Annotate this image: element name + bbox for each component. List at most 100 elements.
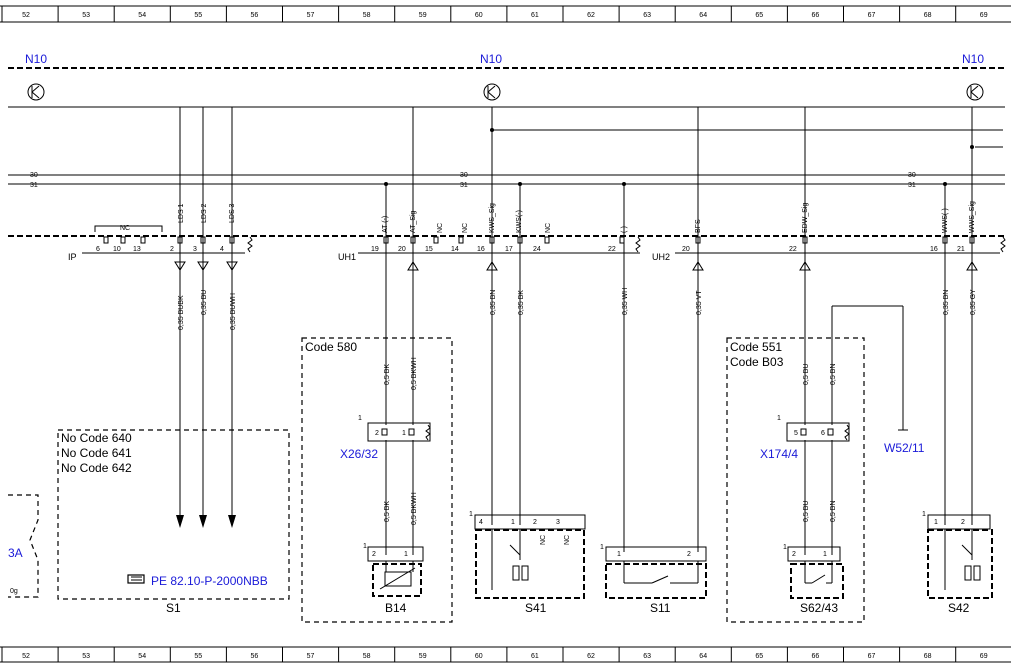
x174-reference[interactable]: X174/4 [760,447,798,461]
component-label-s41: S41 [525,601,547,615]
pin-label: 2 [372,551,376,558]
ruler-number: 66 [812,653,820,660]
code-text: No Code 640 [61,431,132,445]
code580-box [301,337,453,623]
component-label-s1: S1 [166,601,181,615]
ruler-number: 62 [587,12,595,19]
code551-box [726,337,865,623]
hand-pointer-icon[interactable] [127,574,145,584]
transistor-icon [27,83,45,101]
pin-label-nc: NC [462,223,469,233]
pin-number: 4 [220,246,224,253]
wire-label: 0,35 BN [490,290,497,315]
pin-label: 2 [687,551,691,558]
ruler-number: 67 [868,653,876,660]
pin-square [103,236,109,244]
pin-label: 1 [511,519,515,526]
code-text: Code B03 [730,355,784,369]
x26-connector [367,422,431,442]
wire-label: 0,5 BU [803,501,810,522]
pin-one-label: 1 [922,511,926,518]
pin-one-label: 1 [469,511,473,518]
nc-bracket [94,225,163,232]
pin-label-nc: NC [545,223,552,233]
s41-component [474,514,586,599]
component-label-s42: S42 [948,601,970,615]
wire-label: 0,35 BU [201,290,208,315]
wire-label: 0,5 BN [830,501,837,522]
ruler-number: 52 [22,653,30,660]
ruler-number: 65 [755,653,763,660]
ruler-number: 66 [812,12,820,19]
pin-number: 6 [96,246,100,253]
pin-one-label: 1 [358,415,362,422]
signal-triangle-icon [174,261,978,271]
wire-label: 0,5 BK [384,501,391,522]
code-text: No Code 642 [61,461,132,475]
nc-label: NC [564,535,571,545]
x26-reference[interactable]: X26/32 [340,447,378,461]
code-text: Code 580 [305,340,357,354]
pin-one-label: 1 [783,544,787,551]
nc-label: NC [120,225,130,232]
pin-label: 1 [617,551,621,558]
ruler-number: 59 [419,653,427,660]
wire-label: 0,35 VT [696,290,703,315]
svg-text:UH2: UH2 [652,252,670,262]
ruler-number: 55 [194,12,202,19]
pin-number: 20 [398,246,406,253]
component-label-s11: S11 [650,601,671,615]
pin-number: 13 [133,246,141,253]
ruler-number: 69 [980,12,988,19]
n10-label-left: N10 [25,52,47,66]
pin-number: 16 [477,246,485,253]
ruler-number: 68 [924,12,932,19]
ruler-number: 62 [587,653,595,660]
ruler-number: 67 [868,12,876,19]
pin-label: 2 [792,551,796,558]
pin-number: 22 [608,246,616,253]
ruler-number: 60 [475,653,483,660]
pin-square [619,236,625,244]
ruler-number: 56 [251,653,259,660]
n10-label-center: N10 [480,52,502,66]
pin-number: 17 [505,246,513,253]
pin-number: 2 [170,246,174,253]
w52-reference[interactable]: W52/11 [884,441,925,455]
wire-label: 0,5 BN [830,364,837,385]
shield-squiggle [635,236,641,253]
ruler-number: 60 [475,12,483,19]
pin-label-lds1: LDS 1 [178,203,185,223]
pin-one-label: 1 [777,415,781,422]
ruler-number: 54 [138,653,146,660]
s62-component [787,546,844,599]
pin-number: 14 [451,246,459,253]
ruler-number: 59 [419,12,427,19]
pin-label: 1 [823,551,827,558]
shield-squiggle [1000,236,1006,253]
ruler-number: 64 [699,12,707,19]
left-partial-box [8,494,39,598]
pin-label: 5 [794,430,798,437]
wire-label: 0,5 BKWH [411,492,418,525]
ruler-number: 58 [363,653,371,660]
pin-one-label: 1 [363,543,367,550]
wire-label: 0,35 WH [622,288,629,315]
x174-connector [786,422,850,442]
wire-label: 0,5 BK [384,364,391,385]
n10-label-right: N10 [962,52,984,66]
ruler-number: 58 [363,12,371,19]
ruler-number: 69 [980,653,988,660]
code-text: Code 551 [730,340,782,354]
bus-31-label: 31 [908,182,916,189]
pe-reference-link[interactable]: PE 82.10-P-2000NBB [151,574,268,588]
pin-label: 2 [533,519,537,526]
pin-label: 1 [934,519,938,526]
s1-box [57,429,290,600]
wires [179,107,973,555]
pin-one-label: 1 [600,544,604,551]
pin-number: 16 [930,246,938,253]
connector-ip: IP [68,252,245,262]
pin-square [140,236,146,244]
